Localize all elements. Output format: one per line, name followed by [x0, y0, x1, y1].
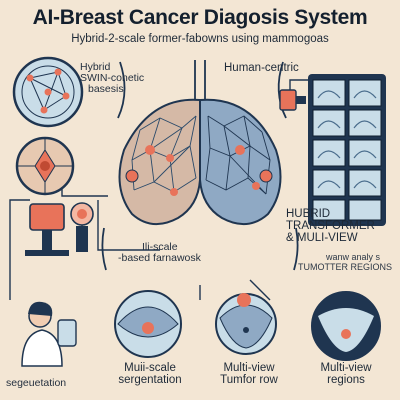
bottom-multiview-regions-line-1: Multi-view — [320, 362, 372, 374]
bottom-multiview-tumor-line-1: Multi-view — [223, 362, 275, 374]
multi-view-regions-label: Multi-view regions — [300, 362, 392, 386]
hybrid-transformer-line-1: HUBRID — [286, 208, 331, 220]
hybrid-transformer-line-2: TRANSFORMER — [286, 220, 375, 232]
torso-outline — [101, 60, 299, 271]
multi-scale-segmentation-label: Muii-scale sergentation — [104, 362, 196, 386]
tumor-scan-icon — [114, 290, 182, 358]
hybrid-swin-line-3: basesis — [88, 83, 124, 95]
right-breast-network — [199, 98, 282, 225]
camera-device — [279, 89, 306, 111]
doctor-icon — [21, 301, 77, 367]
hybrid-transformer-label: HUBRID TRANSFORMER & MULI-VIEW — [286, 208, 375, 244]
segmentation-label: segeuetation — [6, 377, 67, 389]
hybrid-swin-line-2: SWIN-conetic — [80, 72, 145, 84]
left-breast-network — [118, 98, 201, 225]
regions-scan-icon — [311, 291, 381, 361]
bottom-multiview-regions-line-2: regions — [327, 374, 365, 386]
multi-scale-line-1: Ili-scale — [142, 241, 178, 253]
bottom-multiscale-line-2: sergentation — [118, 374, 182, 386]
human-centric-label: Human-centric — [224, 62, 299, 74]
flower-lesion-icon — [15, 136, 75, 196]
tumor-regions-label: wanw analy s TUMOTTER REGIONS — [298, 252, 392, 272]
tumor-regions-line-2: TUMOTTER REGIONS — [298, 262, 392, 272]
microscope-stand — [25, 202, 94, 256]
page-title: AI-Breast Cancer Diagosis System — [32, 6, 368, 29]
hybrid-swin-label: Hybrid SWIN-conetic basesis — [80, 62, 144, 95]
multi-view-scan-icon — [215, 293, 277, 355]
page-subtitle: Hybrid-2-scale former-fabowns using mamm… — [71, 33, 329, 45]
hybrid-transformer-line-3: & MULI-VIEW — [286, 232, 358, 244]
tumor-regions-line-1: wanw analy s — [326, 252, 381, 262]
brain-network-icon — [12, 56, 84, 128]
multi-view-tumor-label: Multi-view Tumfor row — [204, 362, 294, 386]
multi-scale-line-2: -based farnawosk — [118, 252, 201, 264]
bottom-multiview-tumor-line-2: Tumfor row — [220, 374, 278, 386]
multi-scale-label: Ili-scale -based farnawosk — [118, 242, 201, 264]
bottom-multiscale-line-1: Muii-scale — [124, 362, 176, 374]
scan-panel-icon — [308, 74, 386, 226]
hybrid-swin-line-1: Hybrid — [80, 61, 111, 73]
